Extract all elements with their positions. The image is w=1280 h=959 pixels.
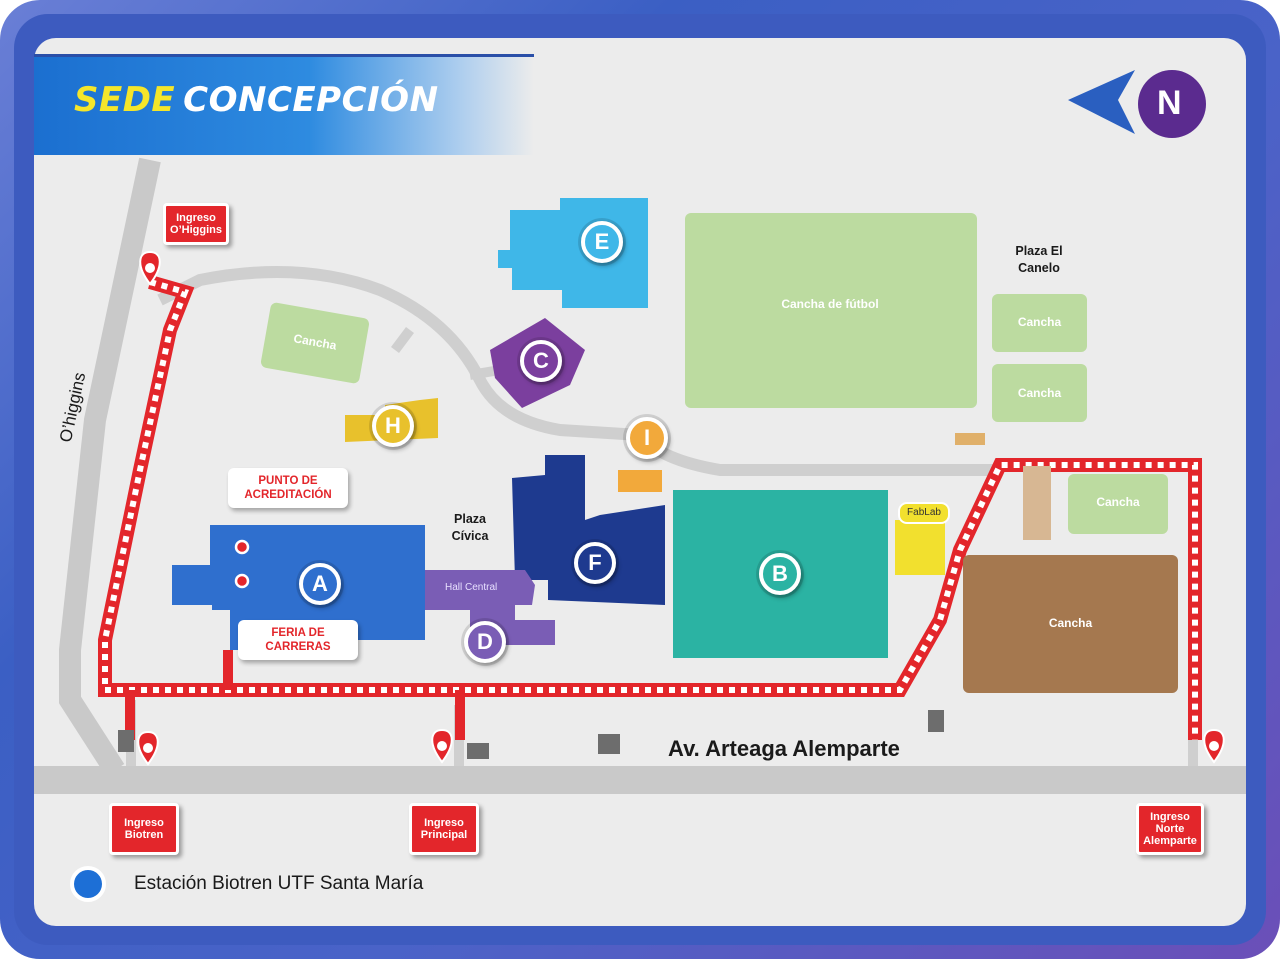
plaza-civica-label: Plaza Cívica (451, 512, 489, 543)
kiosk-1 (118, 730, 134, 752)
building-badge-e[interactable]: E (581, 221, 623, 263)
cancha-label-1: Cancha (1017, 315, 1062, 329)
kiosk-2 (467, 743, 489, 759)
walking-route-inner (102, 279, 1198, 740)
entrance-ohiggins[interactable]: Ingreso O’Higgins (163, 203, 229, 245)
building-badge-f[interactable]: F (574, 542, 616, 584)
fablab-label: FabLab (898, 502, 950, 524)
pin-biotren-icon (137, 730, 159, 766)
road-main-avenue (34, 766, 1246, 794)
building-i-annex-1 (618, 470, 662, 492)
building-e (498, 198, 648, 308)
compass-label: N (1157, 84, 1182, 122)
cancha-futbol-label: Cancha de fútbol (781, 297, 879, 311)
building-fablab (895, 520, 945, 575)
pin-ohiggins-icon (139, 250, 161, 286)
cancha-field-3 (1068, 474, 1168, 534)
road-branch (391, 327, 414, 353)
building-badge-i[interactable]: I (626, 417, 668, 459)
cancha-clay-field (963, 555, 1178, 693)
biotren-station-icon (70, 866, 106, 902)
title-banner (34, 54, 534, 155)
cancha-label-2: Cancha (1017, 386, 1062, 400)
cancha-field-1 (992, 294, 1087, 352)
building-badge-b[interactable]: B (759, 553, 801, 595)
accreditation-tag: PUNTO DE ACREDITACIÓN (228, 468, 348, 508)
north-compass-circle (1138, 70, 1206, 138)
road-ohiggins (59, 157, 161, 776)
building-f (512, 455, 665, 605)
building-small-tan (1023, 466, 1051, 540)
building-i-annex-2 (955, 433, 985, 445)
title-part-sede: SEDE (74, 80, 176, 120)
accreditation-dot-icon (234, 573, 250, 589)
entrance-principal[interactable]: Ingreso Principal (409, 803, 479, 855)
kiosk-3 (598, 734, 620, 754)
legend-station-label: Estación Biotren UTF Santa María (134, 873, 424, 894)
avenue-label: Av. Arteaga Alemparte (668, 736, 900, 761)
plaza-canelo-label: Plaza El Canelo (1015, 244, 1063, 275)
building-d (425, 570, 555, 645)
cancha-field-2 (992, 364, 1087, 422)
accreditation-dot-icon (234, 539, 250, 555)
building-badge-h[interactable]: H (372, 405, 414, 447)
building-badge-c[interactable]: C (520, 340, 562, 382)
title-part-campus: CONCEPCIÓN (183, 80, 439, 120)
kiosk-4 (928, 710, 944, 732)
hall-central-label: Hall Central (445, 582, 498, 593)
pin-principal-icon (431, 728, 453, 764)
career-fair-tag: FERIA DE CARRERAS (238, 620, 358, 660)
cancha-futbol-field (685, 213, 977, 408)
building-badge-d[interactable]: D (464, 621, 506, 663)
cancha-label-3: Cancha (1096, 495, 1140, 509)
building-badge-a[interactable]: A (299, 563, 341, 605)
entrance-norte[interactable]: Ingreso Norte Alemparte (1136, 803, 1204, 855)
cancha-field-west (260, 302, 370, 384)
pin-norte-icon (1203, 728, 1225, 764)
cancha-label-clay: Cancha (1048, 616, 1093, 630)
north-arrow-icon (1068, 70, 1135, 134)
building-a (172, 525, 425, 650)
entrance-biotren[interactable]: Ingreso Biotren (109, 803, 179, 855)
